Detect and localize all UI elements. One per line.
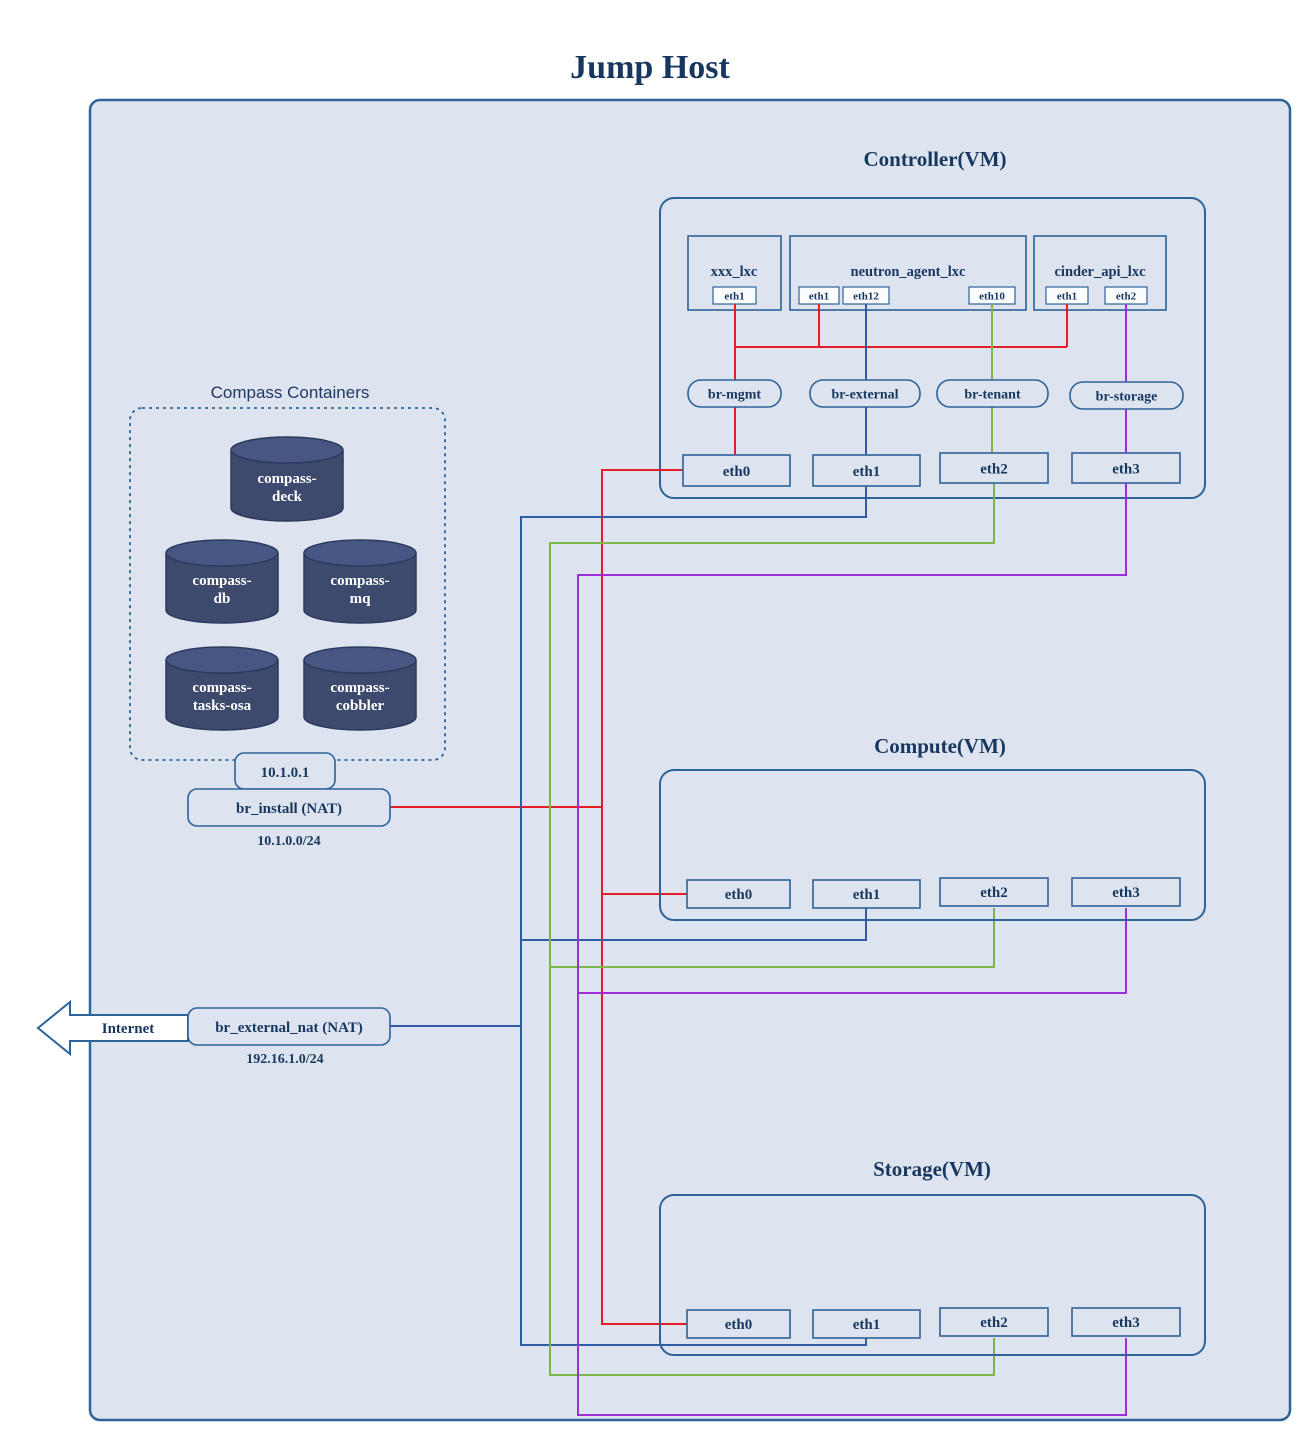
br-tenant-label: br-tenant [964,388,1021,403]
compass-containers-label: Compass Containers [211,383,370,402]
storage-eth1-label: eth1 [853,1317,881,1333]
tenant-network-wires [549,304,995,1376]
br-external-nat-subnet: 192.16.1.0/24 [246,1052,323,1067]
br-install-label: br_install (NAT) [236,801,342,817]
container-label-line1: compass- [257,471,316,487]
cylinder-top [165,539,279,567]
storage-eth2-label: eth2 [980,1315,1008,1331]
install-ip-label: 10.1.0.1 [261,765,310,781]
external-wire-compute [521,908,867,941]
br-mgmt-box [687,379,782,408]
compass-tasks-osa-cylinder: compass- tasks-osa [165,646,279,731]
mgmt-trunk-wire [601,469,687,1325]
compass-deck-cylinder: compass- deck [230,436,344,522]
br-storage-label: br-storage [1096,390,1158,405]
container-label-line1: compass- [330,680,389,696]
jump-host-box [88,98,1292,1422]
compute-vm-box [659,769,1206,921]
storage-vm-label: Storage(VM) [873,1157,991,1181]
controller-eth2-label: eth2 [980,462,1008,478]
controller-eth1-label: eth1 [853,464,881,480]
compute-eth1-label: eth1 [853,887,881,903]
br-storage-box [1069,381,1184,410]
container-label-line2: cobbler [336,698,385,714]
container-label-line1: compass- [192,680,251,696]
compute-eth3-label: eth3 [1112,885,1140,901]
storage-eth0-label: eth0 [725,1317,753,1333]
xxx-lxc-label: xxx_lxc [711,264,758,280]
compute-eth0-label: eth0 [725,887,753,903]
compass-db-cylinder: compass- db [165,539,279,624]
br-install-subnet: 10.1.0.0/24 [257,834,320,849]
controller-eth3-box [1071,452,1181,484]
container-label-line2: mq [350,591,371,607]
br-external-label: br-external [831,388,898,403]
neutron-port-eth10-label: eth10 [979,291,1005,303]
cylinder-top [303,646,417,674]
tenant-trunk-wire [549,483,995,1376]
neutron-port-eth12-label: eth12 [853,291,879,303]
container-label-line2: db [214,591,231,607]
cinder-port-eth2-label: eth2 [1116,291,1137,303]
controller-eth3-label: eth3 [1112,462,1140,478]
cinder-port-eth1-label: eth1 [1057,291,1077,303]
tenant-wire-compute [550,908,995,968]
container-label-line1: compass- [192,573,251,589]
br-tenant-box [936,379,1049,408]
container-label-line2: deck [272,489,303,505]
compute-eth0-box [686,879,791,909]
br-external-box [809,379,921,408]
storage-eth1-box [812,1309,921,1339]
compass-mq-cylinder: compass- mq [303,539,417,624]
compass-cobbler-cylinder: compass- cobbler [303,646,417,731]
br-external-nat-label: br_external_nat (NAT) [215,1020,363,1036]
container-label-line2: tasks-osa [193,698,252,714]
br-install-box [187,788,391,827]
controller-eth0-label: eth0 [723,464,751,480]
compute-eth2-box [939,877,1049,907]
storage-trunk-wire [577,483,1127,1416]
storage-eth2-box [939,1307,1049,1337]
storage-eth3-label: eth3 [1112,1315,1140,1331]
cylinder-top [230,436,344,464]
br-external-nat-box [187,1007,391,1046]
external-trunk-wire [520,486,867,1346]
neutron-port-eth1-label: eth1 [809,291,829,303]
controller-eth0-box [682,454,791,487]
compute-eth2-label: eth2 [980,885,1008,901]
mgmt-network-wires [390,304,1068,1325]
storage-eth3-box [1071,1307,1181,1337]
cylinder-top [303,539,417,567]
neutron-agent-lxc-label: neutron_agent_lxc [851,264,966,280]
cylinder-top [165,646,279,674]
br-mgmt-label: br-mgmt [708,388,761,403]
compute-eth3-box [1071,877,1181,907]
storage-eth0-box [686,1309,791,1339]
controller-vm-box [659,197,1206,499]
storage-wire-compute [578,908,1127,994]
controller-vm-label: Controller(VM) [863,147,1006,171]
controller-eth2-box [939,452,1049,484]
storage-network-wires [577,304,1127,1416]
controller-eth1-box [812,454,921,487]
compute-eth1-box [812,879,921,909]
external-network-wires [390,304,867,1346]
internet-label: Internet [102,1021,155,1037]
storage-vm-box [659,1194,1206,1356]
container-label-line1: compass- [330,573,389,589]
cinder-api-lxc-label: cinder_api_lxc [1054,264,1146,280]
diagram-title: Jump Host [570,49,730,86]
compute-vm-label: Compute(VM) [874,734,1006,758]
xxx-lxc-port-eth1-label: eth1 [724,291,744,303]
